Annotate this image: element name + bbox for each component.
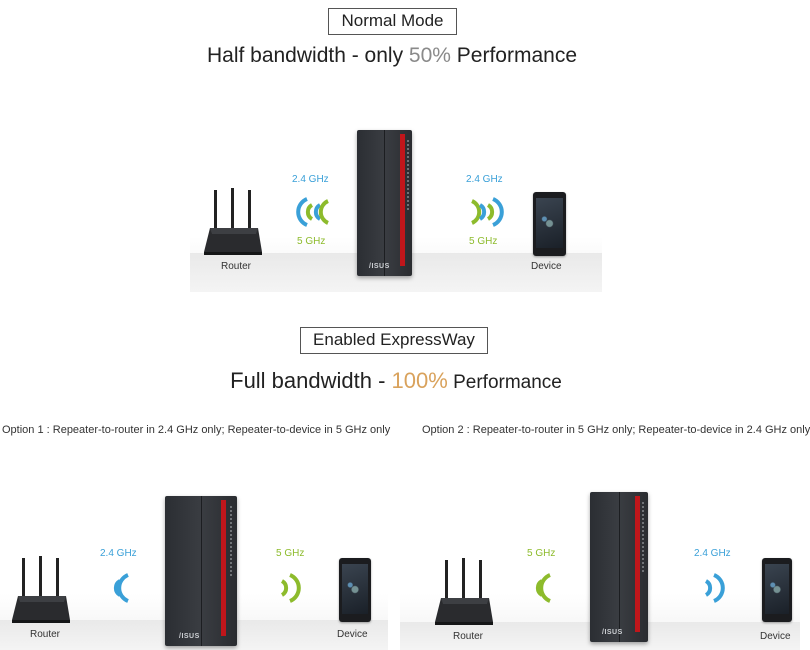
smartphone-icon	[762, 558, 792, 622]
wifi-wave-icon	[278, 568, 308, 608]
router-icon	[433, 558, 495, 626]
device-label: Device	[531, 261, 562, 272]
freq-label: 5 GHz	[276, 548, 305, 559]
option1-scene: Router 2.4 GHz /ISUS 5 GHz Device	[0, 462, 388, 650]
option1-description: Option 1 : Repeater-to-router in 2.4 GHz…	[2, 424, 391, 436]
option2-scene: Router 5 GHz /ISUS 2.4 GHz Device	[400, 462, 800, 650]
router-label: Router	[453, 631, 484, 642]
freq-label: 2.4 GHz	[100, 548, 137, 559]
router-icon	[202, 188, 264, 256]
freq-label: 2.4 GHz	[466, 174, 503, 185]
router-label: Router	[221, 261, 252, 272]
wifi-wave-icon	[470, 192, 506, 232]
normal-scene: Router 2.4 GHz 5 GHz /ISUS 2.4 GHz 5 GHz…	[190, 108, 602, 292]
freq-label: 5 GHz	[527, 548, 556, 559]
wifi-wave-icon	[532, 568, 556, 608]
freq-label: 5 GHz	[469, 236, 498, 247]
repeater-icon: /ISUS	[165, 496, 237, 646]
option2-description: Option 2 : Repeater-to-router in 5 GHz o…	[422, 424, 810, 436]
router-icon	[10, 556, 72, 624]
freq-label: 2.4 GHz	[292, 174, 329, 185]
freq-label: 2.4 GHz	[694, 548, 731, 559]
wifi-wave-icon	[702, 568, 732, 608]
normal-headline: Half bandwidth - only 50% Performance	[206, 44, 578, 67]
freq-label: 5 GHz	[297, 236, 326, 247]
normal-mode-label: Normal Mode	[328, 8, 457, 35]
device-label: Device	[337, 629, 368, 640]
router-label: Router	[30, 629, 61, 640]
device-label: Device	[760, 631, 791, 642]
expressway-headline: Full bandwidth - 100% Performance	[230, 368, 562, 393]
smartphone-icon	[339, 558, 371, 622]
repeater-icon: /ISUS	[590, 492, 648, 642]
repeater-icon: /ISUS	[357, 130, 412, 276]
wifi-wave-icon	[110, 568, 134, 608]
expressway-mode-label: Enabled ExpressWay	[300, 327, 488, 354]
wifi-wave-icon	[294, 192, 330, 232]
smartphone-icon	[533, 192, 566, 256]
